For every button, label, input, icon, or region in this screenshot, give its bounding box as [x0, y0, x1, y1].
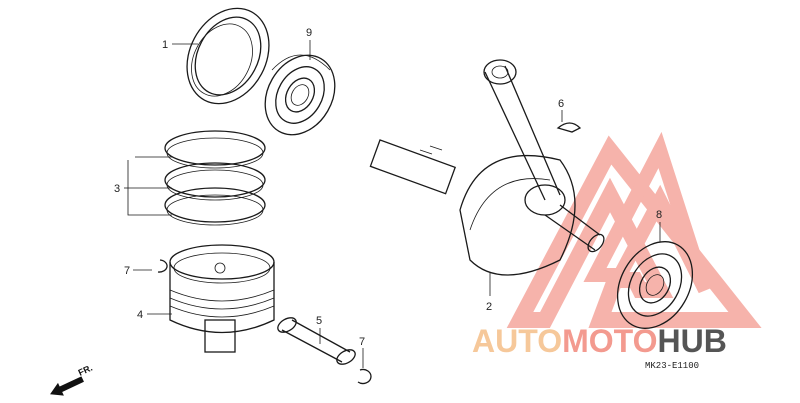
watermark-text-hub: HUB: [657, 323, 726, 359]
part-7-circlip-bottom: [357, 368, 372, 385]
watermark-text-moto: MOTO: [562, 323, 657, 359]
part-3-piston-rings: [164, 130, 266, 226]
callout-9: 9: [306, 27, 312, 39]
part-1-oil-seal: [186, 7, 270, 105]
callout-6: 6: [558, 98, 564, 110]
front-arrow-label: FR.: [77, 363, 94, 378]
callout-7-top: 7: [124, 265, 130, 277]
callout-3: 3: [114, 183, 120, 195]
part-8-bearing: [616, 241, 694, 329]
callout-8: 8: [656, 209, 662, 221]
watermark-logo: [506, 131, 762, 328]
part-4-piston: [169, 244, 275, 353]
callout-1: 1: [162, 39, 168, 51]
callout-7-bottom: 7: [359, 336, 365, 348]
leader-lines: [124, 40, 661, 368]
part-5-piston-pin: [277, 317, 356, 365]
callout-5: 5: [316, 315, 322, 327]
watermark-text: AUTOMOTOHUB: [472, 323, 727, 359]
front-arrow: [50, 376, 84, 396]
diagram-code: MK23-E1100: [645, 361, 699, 371]
callout-2: 2: [486, 301, 492, 313]
part-9-bearing: [264, 54, 336, 136]
part-2-crankshaft: [369, 59, 605, 276]
part-6-woodruff-key: [556, 122, 582, 133]
callout-4: 4: [137, 309, 143, 321]
watermark-text-auto: AUTO: [472, 323, 562, 359]
part-7-circlip-top: [157, 259, 168, 273]
